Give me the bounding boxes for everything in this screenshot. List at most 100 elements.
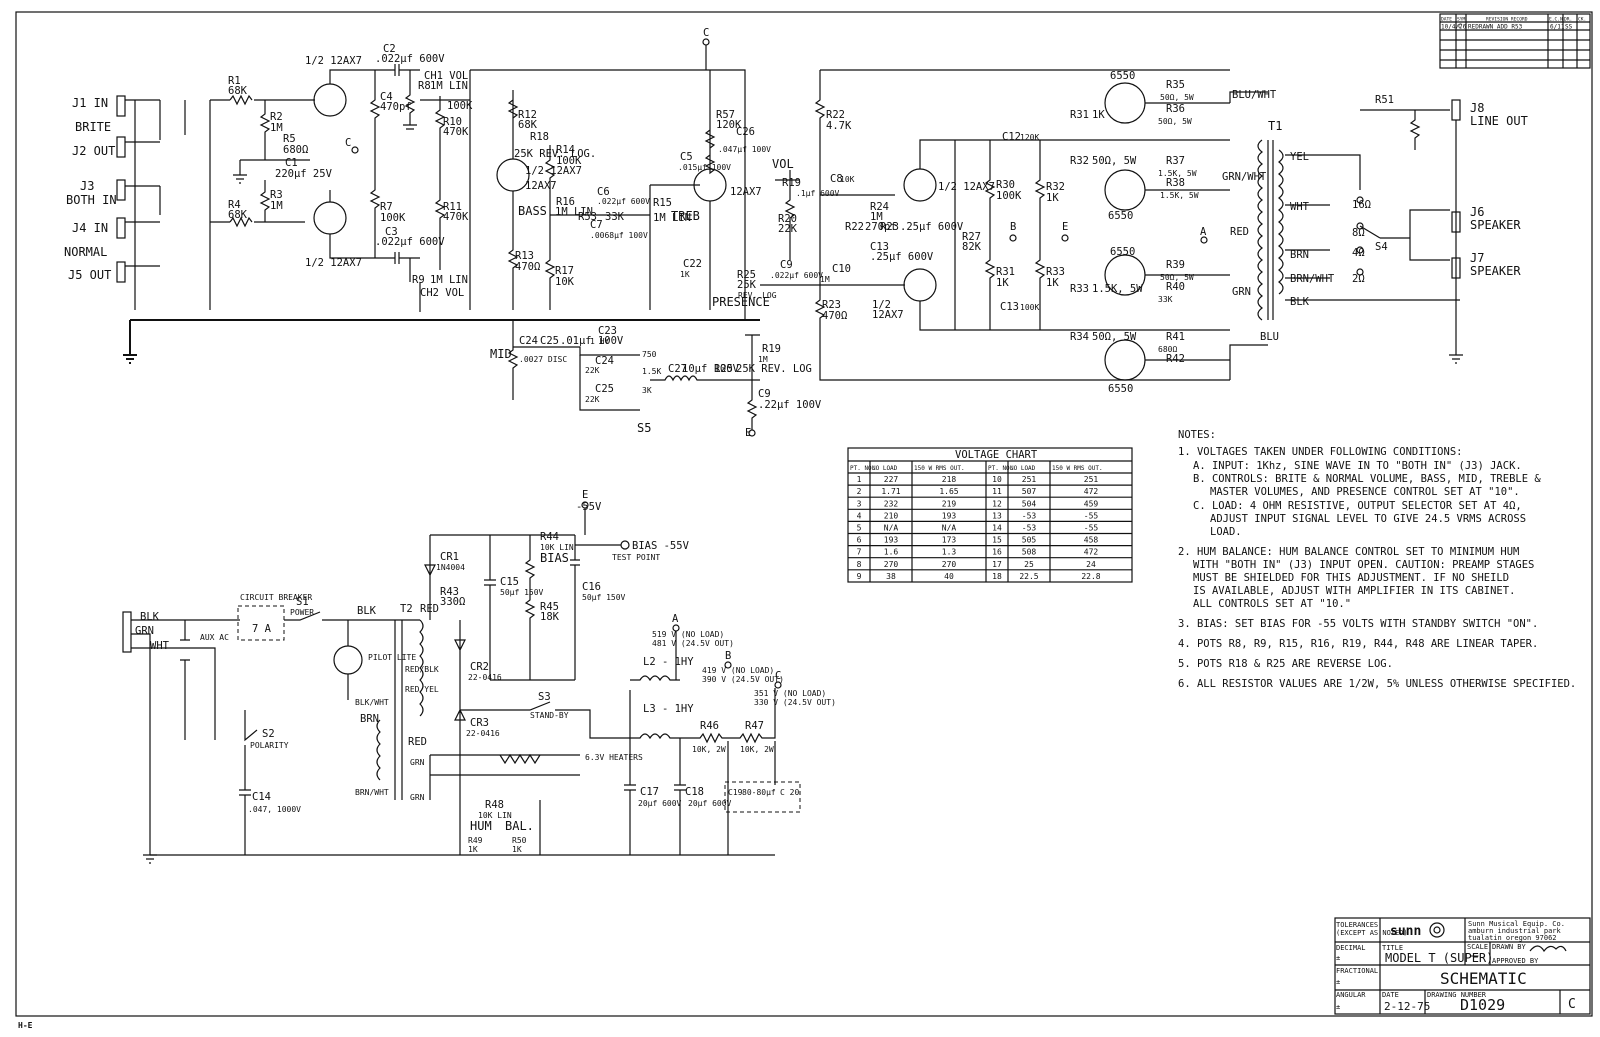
voltage-chart-cell: N/A	[942, 524, 957, 533]
fractional-label: FRACTIONAL	[1336, 967, 1378, 975]
c23-value: 1 HY	[590, 337, 609, 346]
note-line: 5. POTS R18 & R25 ARE REVERSE LOG.	[1178, 658, 1393, 670]
r27-value: 100K	[996, 190, 1022, 202]
c2-cap	[375, 64, 420, 76]
r11-value: 470K	[443, 211, 469, 223]
input-jacks: J1 IN BRITE J2 OUT J3 BOTH IN J4 IN NORM…	[64, 95, 211, 310]
note-line: ADJUST INPUT SIGNAL LEVEL TO GIVE 24.5 V…	[1210, 513, 1526, 525]
line-out-label: LINE OUT	[1470, 114, 1528, 128]
r36-value: 50Ω, 5W	[1158, 117, 1192, 126]
notes-title: NOTES:	[1178, 429, 1216, 441]
drawn-by-label: DRAWN BY	[1492, 943, 1527, 951]
ground-bus	[123, 319, 760, 364]
svg-text:1/2: 1/2	[872, 299, 891, 311]
c2-label: C2	[383, 43, 396, 55]
company-line-3: tualatin oregon 97062	[1468, 934, 1557, 942]
voltage-chart-header: NO LOAD	[872, 465, 898, 472]
r27-label: R30	[996, 179, 1015, 191]
pilot-lamp	[333, 645, 363, 675]
c7-value: .0068μf 100V	[590, 231, 648, 240]
wire-wht: WHT	[1290, 201, 1310, 213]
c21-value: 25K REV. LOG.	[514, 148, 596, 160]
voltage-chart-cell: 270	[884, 560, 899, 569]
c13-label: C13	[1000, 301, 1019, 313]
r11-label: R11	[443, 201, 462, 213]
r10-value: 470K	[443, 126, 469, 138]
v2a-type: 12AX7	[525, 180, 557, 192]
s1-label: S1	[296, 596, 309, 608]
voltage-chart-cell: 2	[857, 487, 862, 496]
voltage-chart-cell: 40	[944, 572, 954, 581]
jack-j2-label: J2 OUT	[72, 144, 115, 158]
r12-value: 68K	[518, 119, 538, 131]
c-volt1: 351 V (NO LOAD)	[754, 689, 826, 698]
r9-label: R9	[412, 274, 425, 286]
standby-label: STAND-BY	[530, 711, 569, 720]
voltage-chart-header: NO LOAD	[1010, 465, 1036, 472]
r26-label: R23	[822, 299, 841, 311]
output-transformer: T1 BLU/WHT YEL GRN/WHT RED GRN BLU WHT B…	[1222, 89, 1460, 380]
voltage-chart-cell: -53	[1022, 511, 1037, 520]
voltage-chart-cell: 458	[1084, 536, 1099, 545]
v2b-type: 12AX7	[730, 186, 762, 198]
r3-resistor	[259, 180, 271, 222]
c18-value: 20μf 600V	[688, 799, 732, 808]
r47-label: R47	[745, 720, 764, 732]
t2-red-yel: RED/YEL	[405, 685, 439, 694]
r4-label: R4	[228, 199, 241, 211]
c4-value: 100K	[447, 100, 473, 112]
r58-label: R20	[778, 213, 797, 225]
r45-label: R45	[540, 601, 559, 613]
note-line: 1. VOLTAGES TAKEN UNDER FOLLOWING CONDIT…	[1178, 446, 1462, 458]
r9-value: 1M LIN	[430, 274, 468, 286]
drawing-title: SCHEMATIC	[1440, 969, 1527, 988]
v2a-label: 1/2 12AX7	[525, 165, 582, 177]
t2-grn2: GRN	[410, 793, 425, 802]
c13-value: 100K	[1020, 303, 1039, 312]
voltage-chart-cell: 14	[992, 524, 1002, 533]
r25-label: R25	[737, 269, 756, 281]
r30-value: 1K	[1046, 277, 1059, 289]
v3a-label: 1/2 12AX7	[938, 181, 995, 193]
r13-label: R13	[515, 250, 534, 262]
wire-grn: GRN	[1232, 286, 1251, 298]
r23-label: R23	[880, 221, 899, 233]
r56-value: .22μf 100V	[758, 399, 822, 411]
svg-text:C5: C5	[680, 151, 693, 163]
voltage-chart-cell: 193	[884, 536, 899, 545]
drawing-revision: C	[1568, 997, 1576, 1012]
tap-8: 8Ω	[1352, 227, 1365, 239]
voltage-chart-cell: 1.71	[881, 487, 900, 496]
voltage-chart-cell: 38	[886, 572, 896, 581]
r22-value: 270pf	[865, 221, 897, 233]
c12-value: 120K	[1020, 133, 1039, 142]
l3-label: L3 - 1HY	[643, 703, 694, 715]
pilot-label: PILOT LITE	[368, 653, 416, 662]
r39-label: R39	[1166, 259, 1185, 271]
drawing-date: 2-12-75	[1384, 1000, 1430, 1013]
r50-value: 1K	[512, 845, 522, 854]
svg-text:B: B	[1010, 221, 1016, 233]
s4-label: S4	[1375, 241, 1388, 253]
note-line: 3. BIAS: SET BIAS FOR -55 VOLTS WITH STA…	[1178, 618, 1538, 630]
r6-value: 470pf	[380, 101, 412, 113]
r39-value: 50Ω, 5W	[1160, 273, 1194, 282]
r1-value: 68K	[228, 85, 248, 97]
c14-value: .047, 1000V	[248, 805, 301, 814]
v1b-label: 1/2 12AX7	[305, 257, 362, 269]
r28-label: R31	[996, 266, 1015, 278]
c15-value: 50μf 150V	[500, 588, 544, 597]
bias-label: BIAS	[540, 551, 569, 565]
t2-grn: GRN	[410, 758, 425, 767]
voltage-chart-cell: 227	[884, 475, 899, 484]
r5-value: 680Ω	[283, 144, 308, 156]
r21-value: 1M	[870, 211, 883, 223]
c11-value: 82K	[962, 241, 982, 253]
v3a-tube	[903, 168, 937, 202]
svg-text:1.5K: 1.5K	[642, 367, 661, 376]
bal-label: BAL.	[505, 819, 534, 833]
power-supply: BLK GRN WHT AUX AC CIRCUIT BREAKER 7 A S…	[122, 489, 836, 864]
ch1-vol-label: CH1 VOL	[424, 70, 468, 82]
